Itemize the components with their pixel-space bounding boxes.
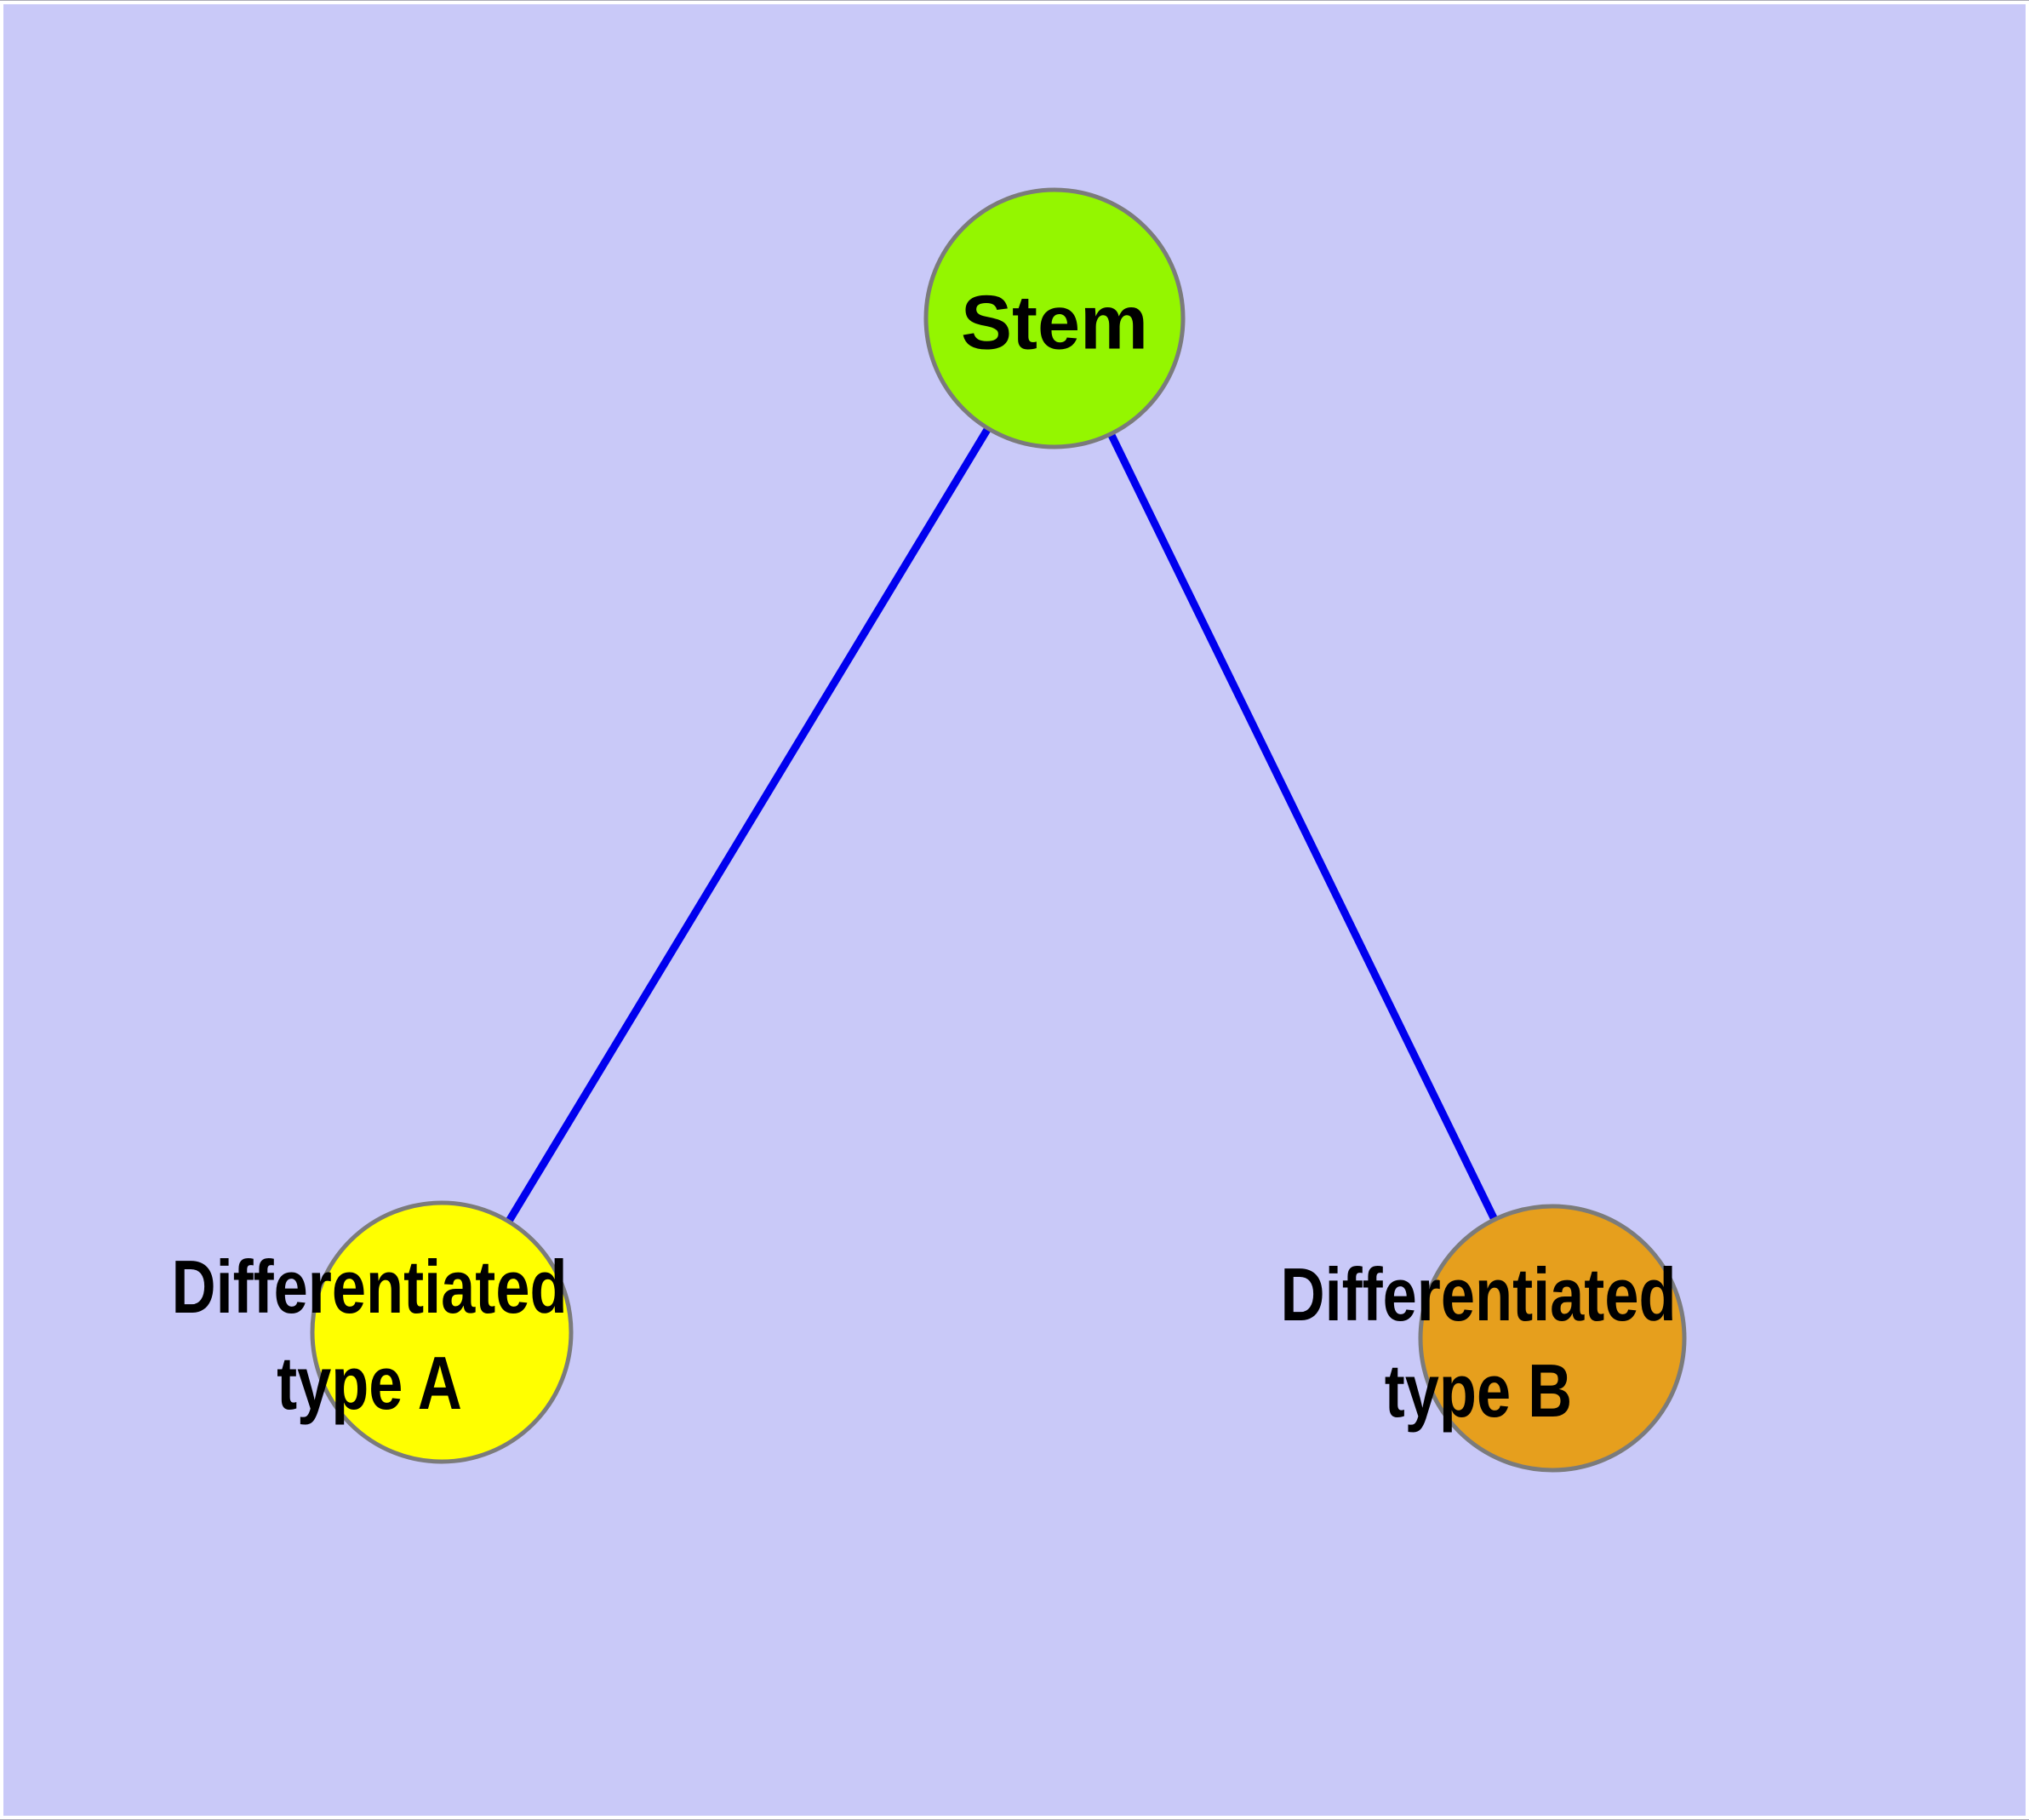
node-label-line: Differentiated (171, 1245, 568, 1329)
node-differentiated-type-a[interactable] (310, 1200, 574, 1464)
node-differentiated-type-b[interactable] (1418, 1204, 1687, 1473)
node-label-line: type B (1384, 1348, 1573, 1433)
node-label-stem: Stem (961, 275, 1148, 373)
node-label-differentiated-type-a: Differentiated type A (171, 1239, 567, 1431)
edge-stem-to-differentiated-type-b (1050, 317, 1557, 1340)
edge-stem-to-differentiated-type-a (438, 316, 1058, 1335)
node-label-line: Stem (960, 280, 1149, 366)
window-top-hairline (0, 0, 2029, 1)
node-stem[interactable] (923, 187, 1186, 449)
node-label-line: type A (277, 1341, 462, 1425)
node-label-line: Differentiated (1280, 1252, 1677, 1336)
node-label-differentiated-type-b: Differentiated type B (1280, 1246, 1676, 1439)
